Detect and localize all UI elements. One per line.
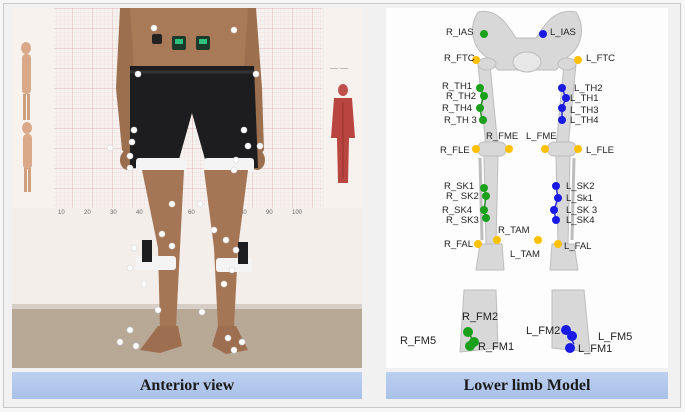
left-markers (539, 30, 577, 353)
label-r-sk3: R_ SK3 (446, 215, 479, 226)
left-foot (549, 243, 579, 271)
reflective-markers (106, 24, 264, 354)
label-r-th3: R_TH 3 (444, 115, 477, 126)
label-l-fm2: L_FM2 (526, 325, 561, 337)
label-l-th1: L_TH1 (570, 93, 599, 104)
label-r-sk4: R_SK4 (442, 205, 473, 216)
label-r-fle: R_FLE (440, 145, 470, 156)
label-r-fal: R_FAL (444, 239, 474, 250)
label-l-sk4: L_SK4 (566, 215, 595, 226)
right-knee (477, 141, 507, 157)
label-r-ias: R_IAS (446, 27, 474, 38)
label-l-fm5: L_FM5 (598, 331, 633, 343)
right-foot (475, 243, 505, 271)
anatomy-poster-left (12, 8, 54, 208)
grid-scale-number: 30 (110, 210, 117, 216)
grid-scale-number: 60 (188, 210, 195, 216)
label-l-fme: L_FME (526, 131, 557, 142)
left-knee (547, 141, 577, 157)
grid-scale-number: 90 (266, 210, 273, 216)
label-r-fm5: R_FM5 (400, 335, 437, 347)
grid-scale-number: 10 (58, 210, 65, 216)
svg-text:___ ___: ___ ___ (329, 64, 348, 70)
grid-scale-number: 40 (136, 210, 143, 216)
label-r-ftc: R_FTC (444, 53, 475, 64)
label-l-fle: L_FLE (586, 145, 614, 156)
label-l-ias: L_IAS (550, 27, 576, 38)
label-r-sk1: R_SK1 (444, 181, 475, 192)
label-l-tam: L_TAM (510, 249, 540, 260)
label-r-tam: R_TAM (498, 225, 530, 236)
label-r-fm2: R_FM2 (462, 311, 499, 323)
label-r-fm1: R_FM1 (478, 341, 515, 353)
caption-lower-limb-model: Lower limb Model (386, 372, 668, 399)
caption-anterior-view: Anterior view (12, 372, 362, 399)
label-l-ftc: L_FTC (586, 53, 616, 64)
label-r-th4: R_TH4 (442, 103, 473, 114)
label-l-fm1: L_FM1 (578, 343, 613, 355)
right-markers (463, 30, 490, 351)
label-r-sk2: R_ SK2 (446, 191, 479, 202)
label-r-th1: R_TH1 (442, 81, 473, 92)
anterior-view-photo: ___ ___ 102030405060708090100 (12, 8, 362, 368)
floor (12, 308, 362, 368)
label-r-th2: R_TH2 (446, 91, 477, 102)
pelvis-bone (472, 10, 582, 71)
lower-limb-model: R_IAS L_IAS R_FTC L_FTC R_TH1 R_TH2 R_TH… (386, 8, 668, 368)
label-l-th4: L_TH4 (570, 115, 599, 126)
left-foot-detail (551, 289, 591, 353)
label-l-sk1: L_Sk1 (566, 193, 593, 204)
subject-body (116, 8, 265, 354)
label-l-th2: L_TH2 (574, 83, 603, 94)
label-l-fal: L_FAL (564, 241, 592, 252)
grid-scale-number: 80 (240, 210, 247, 216)
label-l-sk3: L_SK 3 (566, 205, 598, 216)
label-l-th3: L_TH3 (570, 105, 599, 116)
skeleton-illustration (459, 10, 591, 353)
label-r-fme: R_FME (486, 131, 519, 142)
grid-scale-number: 20 (84, 210, 91, 216)
anterior-photo-illustration: ___ ___ 102030405060708090100 (12, 8, 362, 368)
functional-markers (472, 56, 582, 248)
label-l-sk2: L_SK2 (566, 181, 595, 192)
grid-scale-number: 100 (292, 210, 303, 216)
